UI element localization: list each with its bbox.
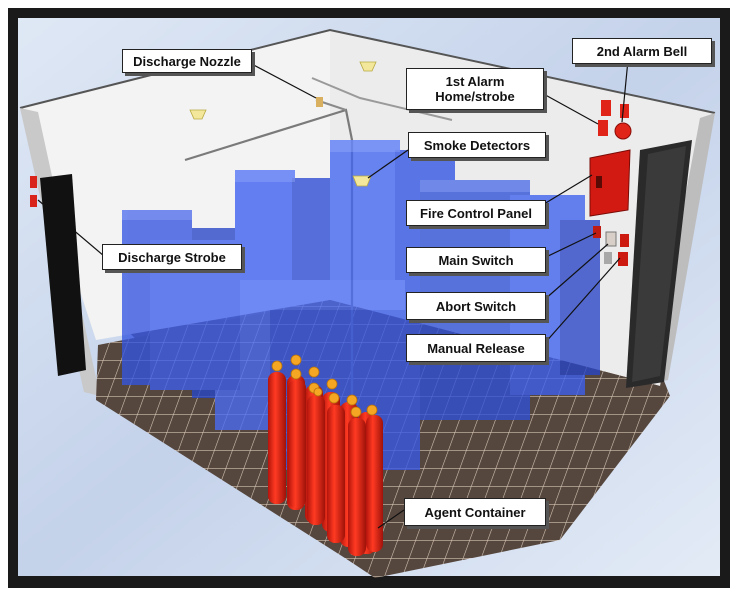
label-main-switch: Main Switch	[406, 247, 546, 273]
leader-lines	[37, 59, 629, 529]
label-manual-release: Manual Release	[406, 334, 546, 362]
label-2nd-alarm-bell: 2nd Alarm Bell	[572, 38, 712, 64]
left-door	[40, 174, 86, 376]
label-discharge-nozzle: Discharge Nozzle	[122, 49, 252, 73]
pipe-top	[311, 77, 453, 121]
label-abort-switch: Abort Switch	[406, 292, 546, 320]
label-fire-control-panel: Fire Control Panel	[406, 200, 546, 226]
alarm-strobe-icon	[601, 100, 611, 116]
label-smoke-detectors: Smoke Detectors	[408, 132, 546, 158]
label-agent-container: Agent Container	[404, 498, 546, 526]
alarm-bell-icon	[614, 122, 632, 140]
label-1st-alarm: 1st Alarm Home/strobe	[406, 68, 544, 110]
label-discharge-strobe: Discharge Strobe	[102, 244, 242, 270]
main-switch-device	[593, 226, 601, 238]
agent-cylinders	[268, 372, 383, 556]
fire-control-panel	[589, 149, 631, 217]
nozzle-icon	[316, 97, 323, 107]
label-1st-alarm-line1: 1st Alarm	[445, 74, 505, 89]
label-1st-alarm-line2: Home/strobe	[435, 89, 515, 104]
discharge-strobe-device	[30, 176, 37, 188]
manual-release-device	[618, 252, 628, 266]
